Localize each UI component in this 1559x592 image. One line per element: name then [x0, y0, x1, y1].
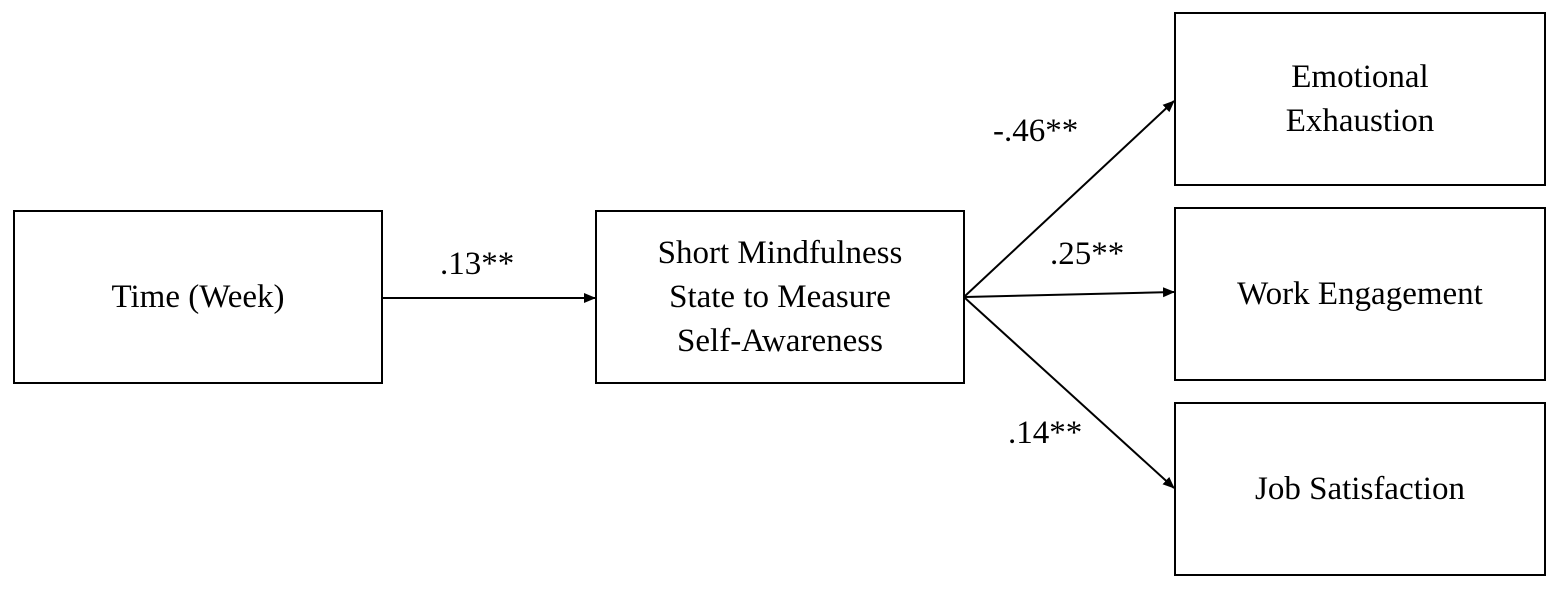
- arrow-mindfulness-to-engagement: [964, 287, 1175, 298]
- coef-mindfulness-to-satisfaction: .14**: [1008, 415, 1083, 451]
- node-exhaustion: Emotional Exhaustion: [1174, 12, 1546, 186]
- arrow-mindfulness-to-satisfaction: [964, 297, 1175, 489]
- arrow-mindfulness-to-exhaustion: [964, 100, 1175, 297]
- node-time-label: Time (Week): [111, 279, 285, 315]
- coef-time-to-mindfulness: .13**: [440, 246, 515, 282]
- node-mindfulness-line-3: Self-Awareness: [677, 323, 883, 359]
- node-engagement: Work Engagement: [1174, 207, 1546, 381]
- node-satisfaction-label: Job Satisfaction: [1255, 471, 1465, 507]
- node-engagement-label: Work Engagement: [1237, 276, 1483, 312]
- node-exhaustion-line-2: Exhaustion: [1285, 103, 1435, 139]
- node-time: Time (Week): [13, 210, 383, 384]
- node-mindfulness: Short Mindfulness State to Measure Self-…: [595, 210, 965, 384]
- coef-mindfulness-to-exhaustion: -.46**: [993, 113, 1079, 149]
- node-mindfulness-line-1: Short Mindfulness: [657, 235, 903, 271]
- node-mindfulness-line-2: State to Measure: [669, 279, 891, 315]
- coef-mindfulness-to-engagement: .25**: [1050, 236, 1125, 272]
- node-satisfaction: Job Satisfaction: [1174, 402, 1546, 576]
- node-exhaustion-line-1: Emotional: [1291, 59, 1429, 95]
